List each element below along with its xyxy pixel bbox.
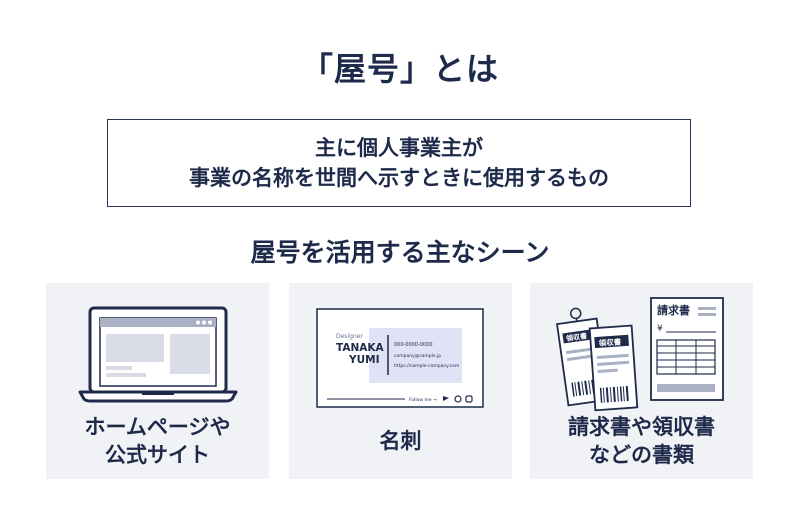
invoice-yen: ¥ <box>657 324 663 334</box>
laptop-icon <box>78 306 238 403</box>
card-label-documents-2: などの書類 <box>589 443 694 467</box>
bc-email: company@sample.jp <box>394 353 441 359</box>
bc-name-1: TANAKA <box>336 342 385 354</box>
card-documents: 請求書 ¥ 領収書 <box>530 283 753 479</box>
definition-box: 主に個人事業主が 事業の名称を世間へ示すときに使用するもの <box>107 119 691 207</box>
bc-follow: Follow me → <box>409 397 437 403</box>
scenes-title: 屋号を活用する主なシーン <box>250 238 550 267</box>
definition-line-2: 事業の名称を世間へ示すときに使用するもの <box>189 166 609 190</box>
definition-line-1: 主に個人事業主が <box>315 136 483 160</box>
documents-icon: 請求書 ¥ 領収書 <box>556 297 724 412</box>
card-website: ホームページや 公式サイト <box>46 283 269 479</box>
card-label-business-card: 名刺 <box>379 429 422 453</box>
card-business-card: Designer TANAKA YUMI 000-0000-0000 compa… <box>289 283 512 479</box>
page-title: 「屋号」とは <box>300 50 499 88</box>
card-label-website-1: ホームページや <box>84 415 231 439</box>
bc-phone: 000-0000-0000 <box>394 342 433 348</box>
twitter-icon <box>443 396 449 401</box>
business-card-icon: Designer TANAKA YUMI 000-0000-0000 compa… <box>316 308 484 408</box>
invoice-title: 請求書 <box>657 303 690 317</box>
bc-role: Designer <box>336 333 363 340</box>
card-label-documents-1: 請求書や領収書 <box>568 415 715 439</box>
bc-name-2: YUMI <box>348 354 380 366</box>
instagram-icon <box>454 395 462 403</box>
card-label-website-2: 公式サイト <box>105 443 210 467</box>
receipt-title-2: 領収書 <box>597 336 622 348</box>
bc-url: https://sample-company.com <box>394 363 459 369</box>
chat-icon <box>465 395 473 403</box>
receipt-title-1: 領収書 <box>565 331 588 343</box>
